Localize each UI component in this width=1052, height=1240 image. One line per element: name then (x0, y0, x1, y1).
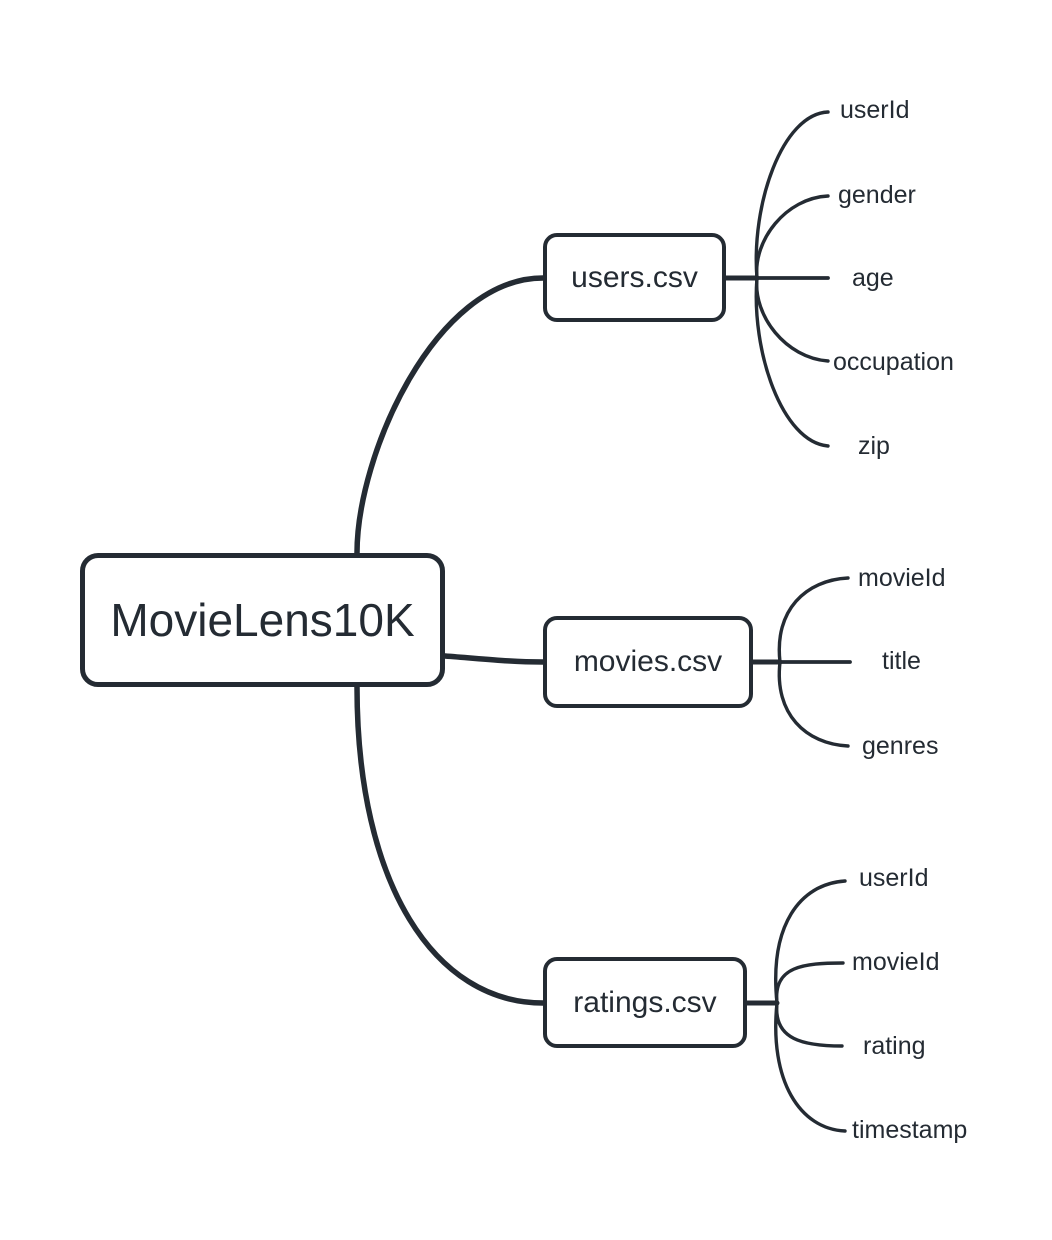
node-users-csv-label: users.csv (571, 260, 698, 294)
leaf-users-gender: gender (838, 181, 916, 209)
edge-root-users (354, 275, 546, 556)
leaf-ratings-timestamp: timestamp (852, 1116, 968, 1144)
edge-root-movies (442, 653, 546, 665)
edge-users-occupation (755, 276, 830, 363)
edge-movies-genres (777, 660, 850, 748)
edge-ratings-userid (774, 879, 847, 1005)
leaf-users-occupation: occupation (833, 348, 954, 376)
node-ratings-csv: ratings.csv (543, 957, 747, 1048)
node-root: MovieLens10K (80, 553, 445, 687)
edge-users-gender (755, 194, 830, 280)
leaf-movies-genres: genres (862, 732, 939, 760)
edge-movies-movieid (777, 576, 850, 664)
leaf-ratings-movieid: movieId (852, 948, 940, 976)
edge-ratings-rating (775, 1001, 844, 1048)
leaf-ratings-rating: rating (863, 1032, 926, 1060)
node-ratings-csv-label: ratings.csv (573, 985, 717, 1019)
node-movies-csv-label: movies.csv (573, 645, 723, 678)
node-users-csv: users.csv (543, 233, 726, 322)
edge-ratings-movieid (775, 961, 845, 1005)
leaf-movies-movieid: movieId (858, 564, 946, 592)
leaf-users-zip: zip (858, 432, 890, 460)
leaf-ratings-userid: userId (859, 864, 929, 892)
node-movies-csv: movies.csv (543, 616, 753, 708)
edge-users-userid (754, 110, 830, 280)
leaf-users-userid: userId (840, 96, 910, 124)
edge-users-zip (754, 276, 830, 448)
node-root-label: MovieLens10K (110, 594, 415, 646)
leaf-users-age: age (852, 264, 894, 292)
leaf-movies-title: title (882, 647, 921, 675)
edge-ratings-timestamp (774, 1001, 847, 1133)
edge-root-ratings (354, 684, 546, 1006)
